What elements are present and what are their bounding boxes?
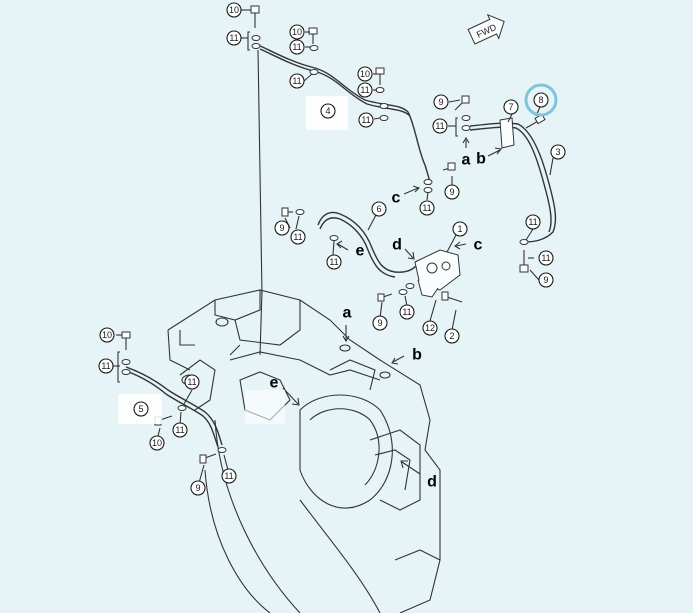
callout-10[interactable]: 10 (99, 327, 115, 343)
svg-text:11: 11 (528, 217, 537, 227)
svg-text:10: 10 (229, 5, 239, 15)
callout-9[interactable]: 9 (190, 480, 206, 496)
callout-11[interactable]: 11 (226, 30, 242, 46)
svg-text:11: 11 (224, 471, 233, 481)
highlight-ring (524, 83, 558, 117)
svg-text:1: 1 (457, 224, 462, 234)
letter-d: d (392, 237, 402, 254)
letter-b: b (476, 151, 486, 168)
callout-6[interactable]: 6 (371, 201, 387, 217)
svg-text:12: 12 (425, 323, 435, 333)
svg-text:9: 9 (195, 483, 200, 493)
callout-9[interactable]: 9 (433, 94, 449, 110)
svg-text:11: 11 (293, 232, 302, 242)
engine-housing (167, 289, 441, 613)
letter-d: d (427, 474, 437, 491)
callout-11[interactable]: 11 (221, 468, 237, 484)
reference-letters: a b c c d e a b e d (270, 151, 487, 491)
svg-text:5: 5 (138, 404, 143, 414)
callout-11[interactable]: 11 (525, 214, 541, 230)
callout-11[interactable]: 11 (289, 39, 305, 55)
callout-10[interactable]: 10 (226, 2, 242, 18)
callout-4[interactable]: 4 (320, 103, 336, 119)
leader-lines (113, 9, 554, 484)
letter-c: c (474, 237, 483, 254)
callout-11[interactable]: 11 (432, 118, 448, 134)
svg-text:11: 11 (402, 307, 411, 317)
callout-1[interactable]: 1 (452, 221, 468, 237)
letter-a: a (462, 152, 471, 169)
svg-text:9: 9 (279, 223, 284, 233)
callout-10[interactable]: 10 (357, 66, 373, 82)
callout-8[interactable]: 8 (533, 92, 549, 108)
svg-text:3: 3 (555, 147, 560, 157)
letter-a: a (343, 305, 352, 322)
pipes (117, 5, 557, 464)
callout-11[interactable]: 11 (419, 200, 435, 216)
callout-5[interactable]: 5 (133, 401, 149, 417)
svg-text:11: 11 (292, 76, 301, 86)
callout-11[interactable]: 11 (0, 0, 5, 5)
svg-text:6: 6 (376, 204, 381, 214)
letter-b: b (412, 347, 422, 364)
svg-text:11: 11 (175, 425, 184, 435)
callout-11[interactable]: 11 (326, 254, 342, 270)
callout-9[interactable]: 9 (274, 220, 290, 236)
callout-10[interactable]: 10 (289, 24, 305, 40)
callout-10[interactable]: 10 (149, 435, 165, 451)
svg-text:10: 10 (292, 27, 302, 37)
reference-arrows (282, 136, 503, 475)
pipe-5 (125, 366, 223, 446)
svg-text:11: 11 (422, 203, 431, 213)
callout-3[interactable]: 3 (550, 144, 566, 160)
pipe-6 (317, 211, 417, 273)
svg-text:11: 11 (101, 361, 110, 371)
callout-9[interactable]: 9 (444, 184, 460, 200)
callout-9[interactable]: 9 (538, 272, 554, 288)
letter-e: e (270, 375, 279, 392)
callout-11[interactable]: 11 (290, 229, 306, 245)
callout-11[interactable]: 11 (289, 73, 305, 89)
fwd-indicator: FWD (467, 13, 505, 45)
svg-text:11: 11 (292, 42, 301, 52)
svg-text:11: 11 (187, 377, 196, 387)
pipe-4 (257, 44, 431, 186)
svg-text:10: 10 (360, 69, 370, 79)
svg-text:11: 11 (360, 85, 369, 95)
svg-text:11: 11 (361, 115, 370, 125)
callout-11[interactable]: 11 (357, 82, 373, 98)
callout-11[interactable]: 11 (399, 304, 415, 320)
svg-text:11: 11 (435, 121, 444, 131)
callout-7[interactable]: 7 (503, 99, 519, 115)
svg-text:7: 7 (508, 102, 513, 112)
svg-text:9: 9 (543, 275, 548, 285)
svg-text:4: 4 (325, 106, 330, 116)
svg-text:10: 10 (102, 330, 112, 340)
letter-c: c (392, 190, 401, 207)
callout-11[interactable]: 11 (358, 112, 374, 128)
callout-11[interactable]: 11 (98, 358, 114, 374)
svg-text:8: 8 (538, 95, 543, 105)
callout-12[interactable]: 12 (422, 320, 438, 336)
svg-text:2: 2 (449, 331, 454, 341)
callout-11[interactable]: 11 (184, 374, 200, 390)
callout-11[interactable]: 11 (538, 250, 554, 266)
svg-text:11: 11 (329, 257, 338, 267)
letter-e: e (356, 243, 365, 260)
svg-text:11: 11 (541, 253, 550, 263)
callout-9[interactable]: 9 (372, 315, 388, 331)
svg-text:9: 9 (377, 318, 382, 328)
svg-text:9: 9 (449, 187, 454, 197)
svg-text:11: 11 (229, 33, 238, 43)
svg-text:9: 9 (438, 97, 443, 107)
svg-text:10: 10 (152, 438, 162, 448)
callouts: 10 11 10 11 11 10 11 4 11 9 11 7 8 3 9 1… (0, 0, 566, 496)
callout-2[interactable]: 2 (444, 328, 460, 344)
callout-11[interactable]: 11 (172, 422, 188, 438)
